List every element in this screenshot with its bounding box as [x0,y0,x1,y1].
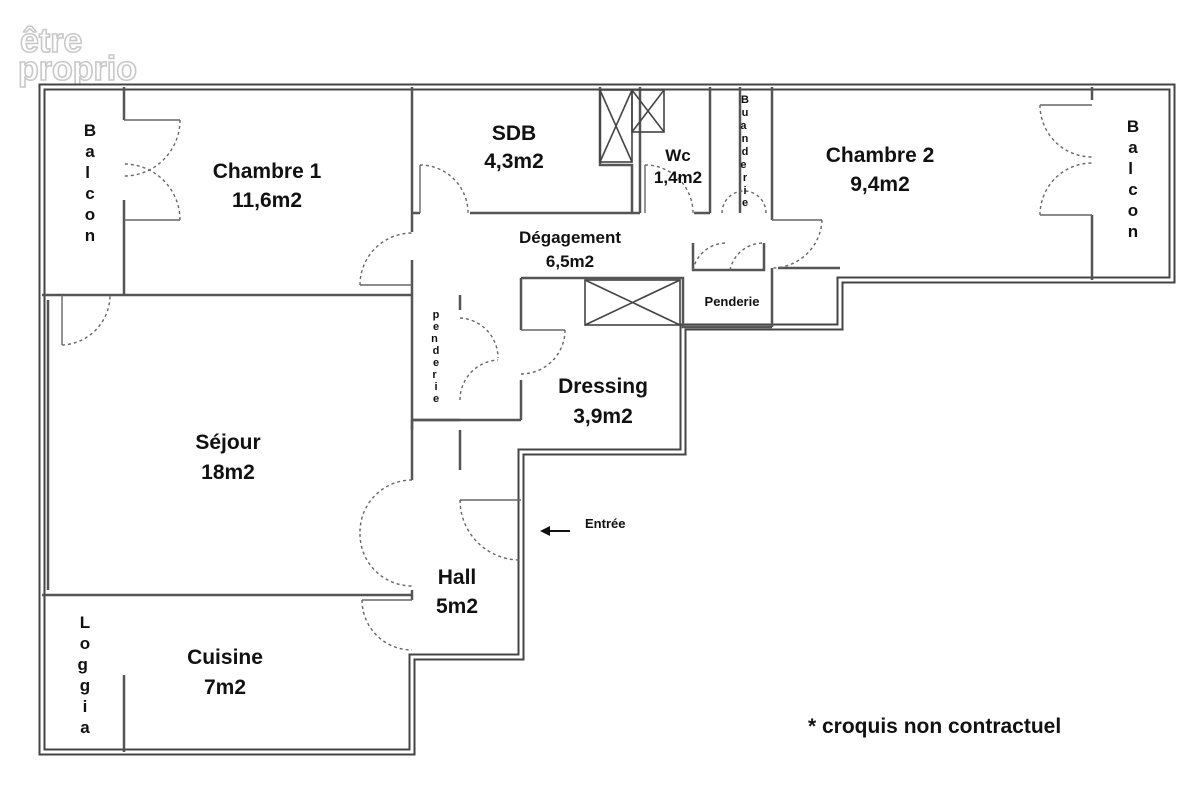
watermark-line2: proprio [18,50,137,88]
chambre1-area: 11,6m2 [232,189,302,212]
watermark-line1: être [20,22,82,60]
degagement-name: Dégagement [519,228,621,247]
dressing-name: Dressing [558,375,648,398]
footnote: * croquis non contractuel [808,715,1061,738]
sejour-name: Séjour [195,431,260,454]
walls [38,83,1176,756]
sdb-area: 4,3m2 [484,150,544,173]
chambre1-name: Chambre 1 [213,160,322,183]
ventilation-ducts [584,89,681,326]
dressing-area: 3,9m2 [573,405,633,428]
hall-name: Hall [438,566,477,589]
degagement-area: 6,5m2 [546,252,594,271]
chambre2-area: 9,4m2 [850,173,910,196]
entree-label: Entrée [585,516,625,531]
cuisine-area: 7m2 [204,676,246,699]
entrance-arrow-icon [540,526,570,536]
sdb-name: SDB [492,122,536,145]
cuisine-name: Cuisine [187,646,263,669]
wc-name: Wc [665,146,691,165]
watermark-logo: être proprio [17,21,138,89]
penderie-top-label: Penderie [705,294,760,309]
chambre2-name: Chambre 2 [826,144,935,167]
wc-area: 1,4m2 [654,168,702,187]
hall-area: 5m2 [436,595,478,618]
doors [61,104,1093,651]
sejour-area: 18m2 [201,461,255,484]
